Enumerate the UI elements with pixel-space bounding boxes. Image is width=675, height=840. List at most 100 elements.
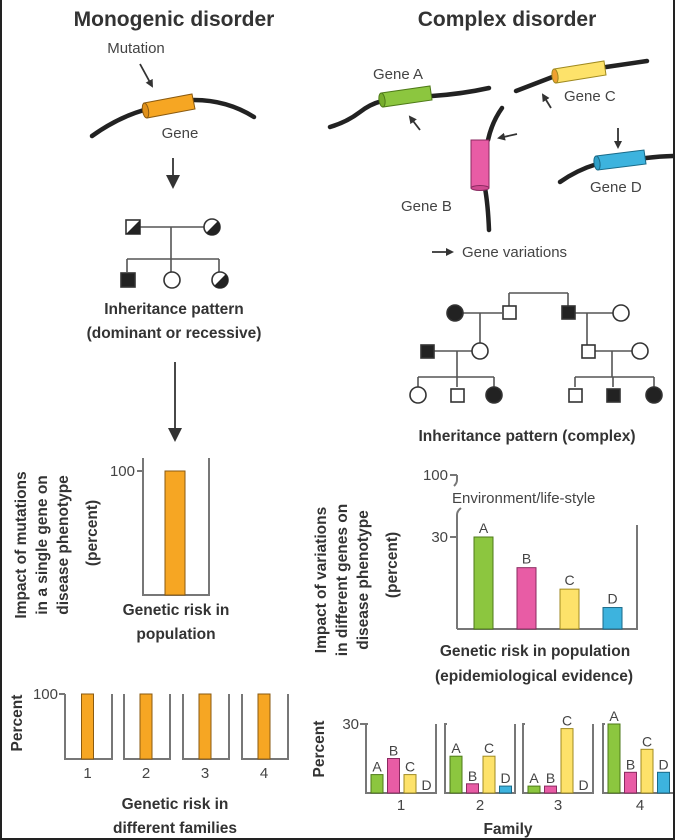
ped-g3-affected-male	[606, 388, 621, 403]
inheritance-pattern-label: Inheritance pattern	[104, 301, 244, 318]
gene-a-label: Gene A	[373, 66, 423, 83]
environment-lifestyle-label: Environment/life-style	[452, 490, 595, 507]
bar-family-2-c	[482, 755, 496, 794]
gene-c-label: Gene C	[564, 88, 616, 105]
complex-xlabel-line2: (epidemiological evidence)	[435, 668, 633, 685]
gene-c-strand-right	[603, 58, 650, 70]
bar-label: C	[562, 713, 572, 729]
bar-label: C	[405, 759, 415, 775]
ped-g1-affected-female	[446, 304, 464, 322]
y-tick-label: 30	[431, 529, 448, 546]
ped-g1-affected-male	[561, 305, 576, 320]
ped-g2-affected-male	[420, 344, 435, 359]
ped-g1-female	[612, 304, 630, 322]
gene-a-variation-arrow-icon	[408, 115, 421, 131]
gene-c-cylinder	[551, 60, 607, 84]
bar-label: A	[609, 708, 619, 724]
y-axis-upper	[453, 475, 458, 487]
bar-label: C	[564, 572, 574, 588]
monogenic-ylabel-line1: Impact of mutations	[13, 471, 30, 618]
family-label: 2	[476, 797, 484, 814]
gene-b-variation-arrow-icon	[497, 132, 518, 141]
bar-label: D	[578, 777, 588, 793]
bar-label: B	[468, 768, 477, 784]
ped-g3-affected-female-2	[645, 386, 663, 404]
complex-xlabel-line1: Genetic risk in population	[440, 643, 630, 660]
bar-family-2-a	[449, 755, 463, 794]
bar-family-3-b	[544, 785, 557, 794]
gene-b-label: Gene B	[401, 198, 452, 215]
complex-ylabel-line3: disease phenotype	[355, 510, 372, 650]
bar-family-1-b	[387, 758, 400, 794]
monogenic-ylabel-line2: in a single gene on	[34, 475, 51, 615]
gene-variations-legend: Gene variations	[462, 244, 567, 261]
unaffected-daughter-circle	[163, 271, 181, 289]
gene-d-strand-left	[557, 161, 600, 185]
pedigree-monogenic	[120, 218, 229, 289]
ped-g3-affected-female	[485, 386, 503, 404]
bar-gene-b	[516, 567, 537, 630]
family-axes-1	[365, 723, 437, 794]
family-axes-4	[602, 723, 673, 794]
bar-family-4-b	[624, 771, 637, 794]
bar-label: B	[546, 770, 555, 786]
bar-label: B	[626, 756, 635, 772]
family-label: 1	[83, 765, 91, 782]
ped-g2-male	[581, 344, 596, 359]
ped-g3-male-2	[568, 388, 583, 403]
monogenic-ylabel-line3: disease phenotype	[55, 475, 72, 615]
monogenic-ylabel: Impact of mutations in a single gene on …	[13, 471, 101, 618]
bar-family-3	[198, 693, 212, 760]
gene-c-variation-arrow-icon	[541, 93, 552, 109]
gene-cylinder-orange	[141, 93, 196, 119]
bar-family-4	[257, 693, 271, 760]
mutation-label: Mutation	[107, 40, 165, 57]
family-axes-2	[444, 723, 516, 794]
bar-gene-c	[559, 588, 580, 630]
ped-g1-male	[502, 305, 517, 320]
pedigree-complex	[409, 292, 663, 404]
complex-ylabel-line1: Impact of variations	[313, 507, 330, 653]
gene-b-cylinder	[470, 139, 490, 191]
dna-strand-left	[89, 107, 147, 139]
bar-gene-a	[473, 536, 494, 630]
y-tick-label: 100	[423, 467, 448, 484]
bar-label: A	[479, 520, 489, 536]
y-axis-lower	[456, 507, 462, 629]
family-label: 3	[201, 765, 209, 782]
family-label: 4	[636, 797, 644, 814]
monogenic-title: Monogenic disorder	[74, 8, 275, 31]
monogenic-population-chart: 100	[110, 458, 210, 596]
bar-gene-d	[602, 607, 623, 630]
carrier-daughter-circle	[211, 271, 229, 289]
monogenic-families-xlabel-line2: different families	[113, 820, 237, 837]
ped-g3-male	[450, 388, 465, 403]
bar-family-4-c	[640, 748, 654, 794]
monogenic-families-ylabel: Percent	[9, 695, 26, 752]
gene-c-strand-left	[513, 73, 558, 94]
complex-ylabel-line2: in different genes on	[334, 504, 351, 656]
bar-label: D	[500, 770, 510, 786]
bar-label: A	[451, 740, 461, 756]
ped-g2-female-2	[631, 342, 649, 360]
gene-a-strand-left	[327, 98, 385, 130]
bar-label: A	[529, 770, 539, 786]
bar-family-4-d	[657, 771, 670, 794]
monogenic-families-xlabel-line1: Genetic risk in	[122, 796, 229, 813]
bar-label: B	[389, 743, 398, 759]
gene-d-strand-right	[643, 153, 673, 161]
affected-son-square	[120, 272, 136, 288]
y-tick-label: 100	[110, 463, 135, 480]
family-label: 2	[142, 765, 150, 782]
gene-b-strand-top	[485, 105, 505, 143]
bar-family-4-a	[607, 723, 621, 794]
monogenic-ylabel-line4: (percent)	[84, 500, 101, 566]
mother-carrier-circle	[203, 218, 221, 236]
bar-label: D	[658, 756, 668, 772]
family-label: 4	[260, 765, 268, 782]
bar-family-2-b	[466, 783, 479, 794]
bar-family-1-a	[370, 774, 384, 794]
